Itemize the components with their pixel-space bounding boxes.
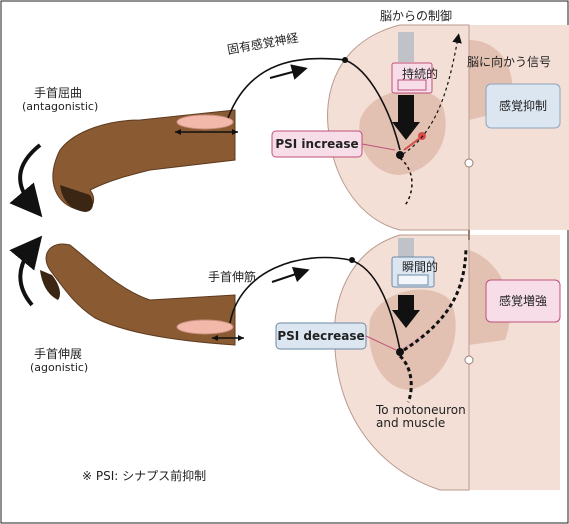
spinal-cord-lower: [334, 230, 560, 490]
descending-arrow-top: [398, 95, 414, 125]
footnote: ※ PSI: シナプス前抑制: [82, 468, 206, 483]
psi-increase-label: PSI increase: [275, 137, 358, 151]
sensory-suppress-label: 感覚抑制: [499, 98, 547, 113]
flexion-sub-label: (antagonistic): [22, 100, 98, 113]
flexion-label: 手首屈曲: [34, 86, 82, 100]
proprioceptive-label: 固有感覚神経: [226, 30, 300, 57]
descending-pathway-top: [398, 32, 414, 62]
momentary-label: 瞬間的: [402, 259, 438, 274]
extension-label: 手首伸展: [34, 347, 82, 361]
muscle-top: [177, 115, 233, 129]
psi-decrease-label: PSI decrease: [277, 329, 364, 343]
motoneuron-label-2: and muscle: [376, 416, 445, 430]
synapse-top: [396, 151, 404, 159]
to-brain-label: 脳に向かう信号: [467, 54, 551, 69]
sustained-label: 持続的: [402, 66, 438, 81]
extension-sub-label: (agonistic): [30, 361, 88, 374]
muscle-bottom: [177, 320, 233, 334]
sensory-enhance-label: 感覚増強: [499, 293, 547, 308]
wrist-extensor-label: 手首伸筋: [208, 269, 256, 284]
synapse-bottom: [396, 348, 404, 356]
top-brain-label: 脳からの制御: [380, 8, 452, 23]
motoneuron-label-1: To motoneuron: [375, 403, 466, 417]
